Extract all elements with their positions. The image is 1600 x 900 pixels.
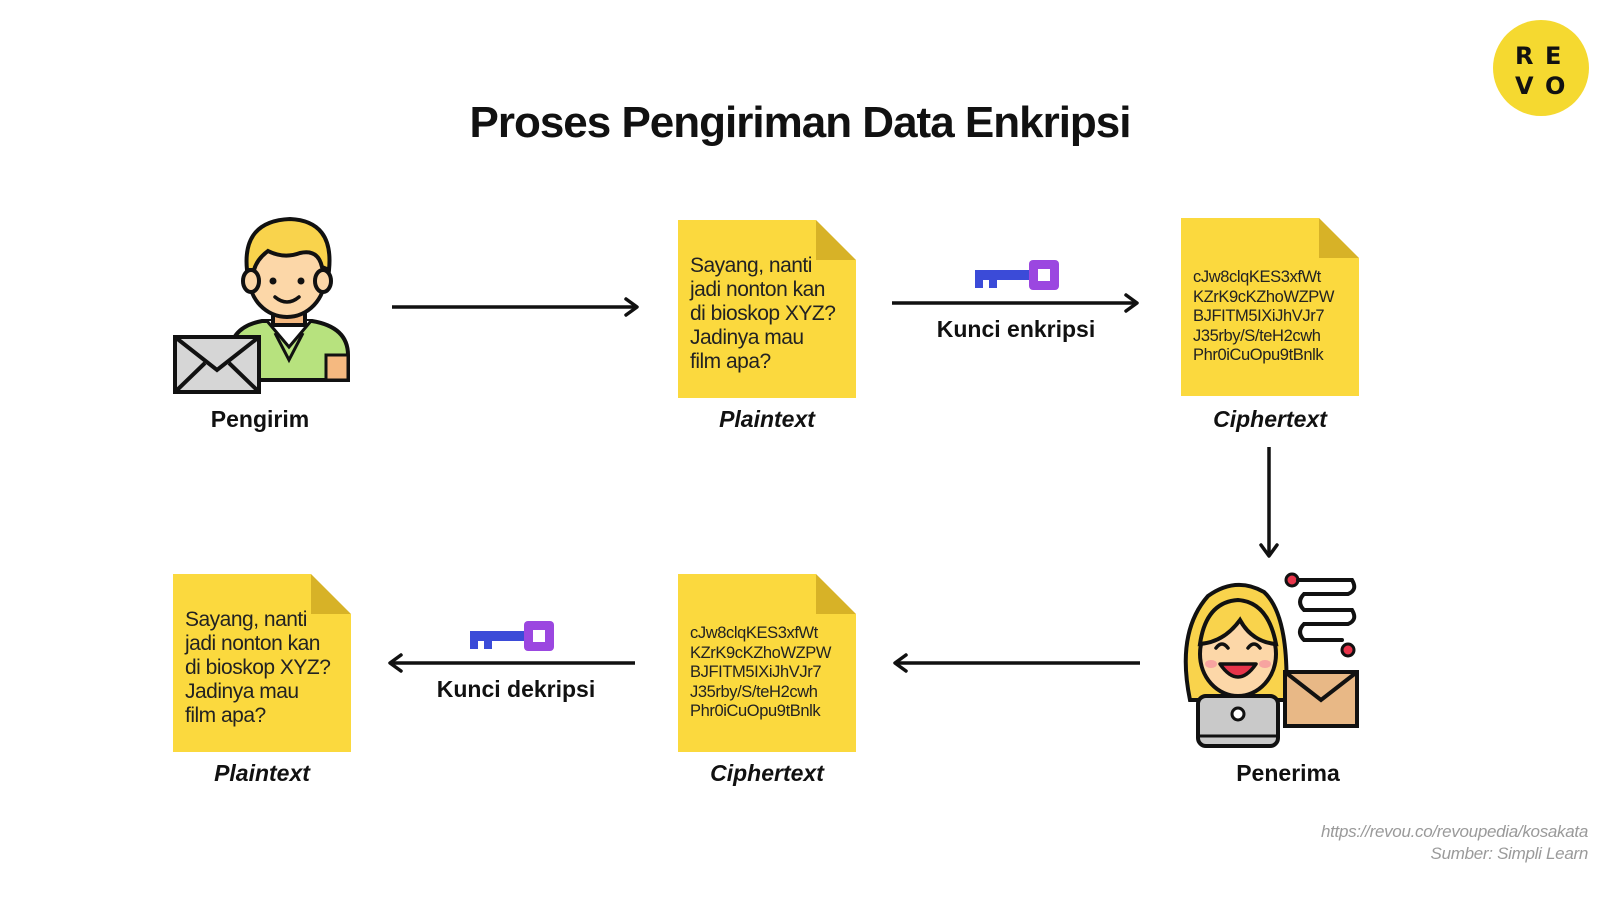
ciphertext-note-bottom: cJw8clqKES3xfWt KZrK9cKZhoWZPW BJFITM5IX… [678,574,856,752]
note-line: cJw8clqKES3xfWt [690,624,818,642]
plaintext-note-top: Sayang, nanti jadi nonton kan di bioskop… [678,220,856,398]
note-line: jadi nonton kan [690,278,825,301]
arrow-down-icon [1259,447,1279,558]
plaintext-label-bottom: Plaintext [214,760,310,786]
encryption-key-label: Kunci enkripsi [936,316,1096,342]
source-credit: Sumber: Simpli Learn [1430,844,1589,863]
ciphertext-note-top: cJw8clqKES3xfWt KZrK9cKZhoWZPW BJFITM5IX… [1181,218,1359,396]
sender-person-with-envelope-icon [173,216,350,394]
note-line: film apa? [185,704,266,727]
receiver-person-with-laptop-envelope-icon [1183,572,1359,748]
plaintext-note-bottom: Sayang, nanti jadi nonton kan di bioskop… [173,574,351,752]
plaintext-label-top: Plaintext [719,406,815,432]
logo-letter-e: E [1545,42,1562,70]
note-line: Sayang, nanti [690,254,812,277]
receiver-label: Penerima [1236,760,1340,786]
arrow-left-icon [388,653,635,673]
note-line: di bioskop XYZ? [185,656,331,679]
note-line: Jadinya mau [185,680,299,703]
ciphertext-label-bottom: Ciphertext [710,760,824,786]
encryption-key-icon [975,260,1059,290]
note-line: jadi nonton kan [185,632,320,655]
arrow-left-icon [893,653,1140,673]
note-line: Phr0iCuOpu9tBnlk [690,702,821,720]
arrow-right-icon [892,293,1139,313]
note-line: film apa? [690,350,771,373]
note-line: J35rby/S/teH2cwh [690,682,818,701]
logo-letter-v: V [1515,72,1534,100]
note-line: Sayang, nanti [185,608,307,631]
logo-letter-r: R [1515,42,1534,70]
note-line: Phr0iCuOpu9tBnlk [1193,346,1324,364]
page-title: Proses Pengiriman Data Enkripsi [469,98,1131,147]
note-line: Jadinya mau [690,326,804,349]
note-line: BJFITM5IXiJhVJr7 [1193,307,1325,325]
note-line: KZrK9cKZhoWZPW [690,643,832,662]
source-url: https://revou.co/revoupedia/kosakata [1320,822,1588,841]
sender-label: Pengirim [210,406,310,432]
note-line: BJFITM5IXiJhVJr7 [690,663,822,681]
decryption-key-label: Kunci dekripsi [436,676,596,702]
note-line: cJw8clqKES3xfWt [1193,268,1321,286]
note-line: di bioskop XYZ? [690,302,836,325]
note-line: KZrK9cKZhoWZPW [1193,287,1335,306]
decryption-key-icon [470,621,554,651]
logo-letter-o: O [1545,72,1566,100]
arrow-right-icon [392,297,639,317]
ciphertext-label-top: Ciphertext [1213,406,1327,432]
note-line: J35rby/S/teH2cwh [1193,326,1321,345]
revou-logo: R E V O [1493,20,1589,116]
